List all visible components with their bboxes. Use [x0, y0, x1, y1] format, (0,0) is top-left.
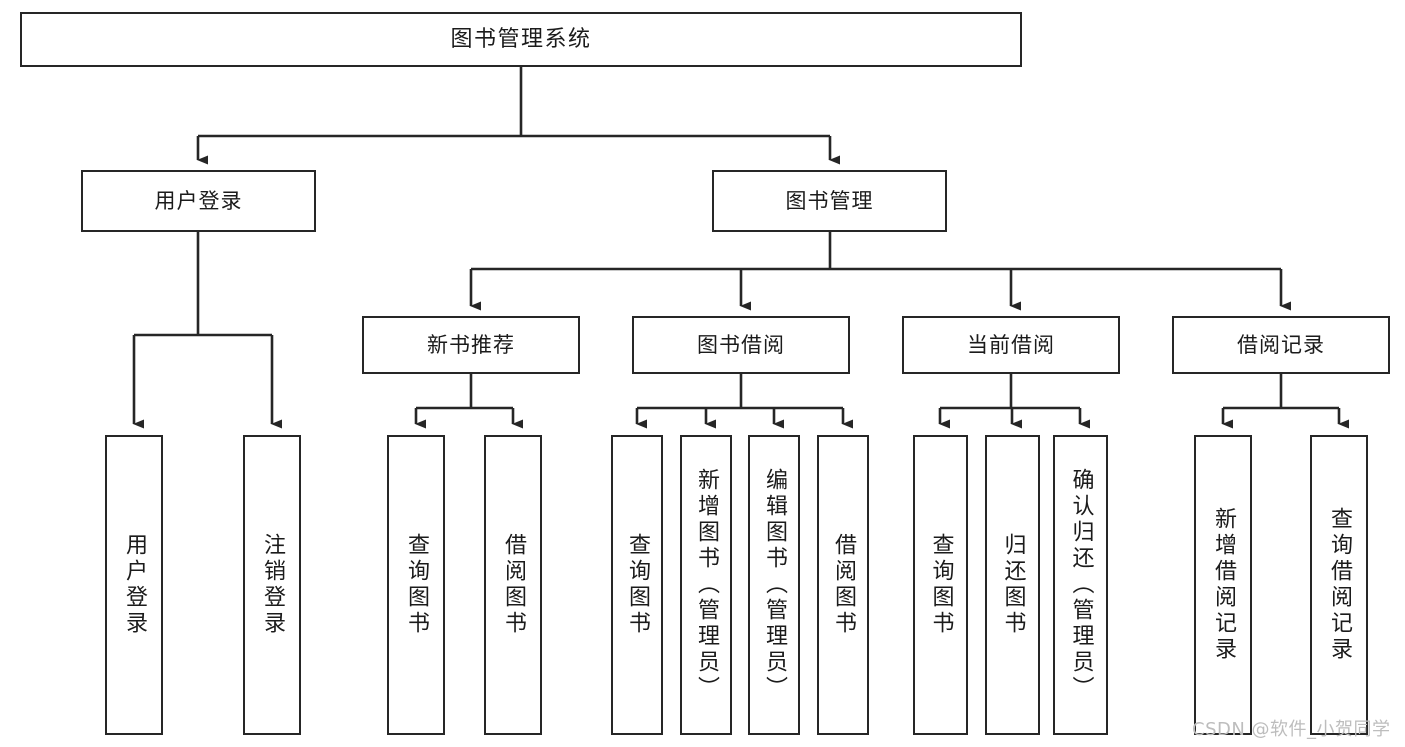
- node-leaf-query-book-3[interactable]: 查询图书: [913, 435, 968, 735]
- watermark-text: CSDN @软件_小贺同学: [1192, 719, 1391, 740]
- node-leaf-query-book-2-label: 查询图书: [625, 533, 650, 637]
- node-book-manage-label: 图书管理: [785, 188, 874, 213]
- node-leaf-return-book-label: 归还图书: [1000, 533, 1026, 637]
- node-leaf-query-record-label: 查询借阅记录: [1327, 507, 1352, 663]
- node-leaf-query-book-3-label: 查询图书: [928, 533, 954, 637]
- node-book-borrow[interactable]: 图书借阅: [632, 316, 850, 374]
- node-new-book-recommend[interactable]: 新书推荐: [362, 316, 580, 374]
- node-leaf-return-book[interactable]: 归还图书: [985, 435, 1040, 735]
- node-user-login[interactable]: 用户登录: [81, 170, 316, 232]
- node-new-book-recommend-label: 新书推荐: [427, 332, 515, 357]
- node-leaf-user-logout-label: 注销登录: [260, 533, 285, 637]
- node-current-borrow[interactable]: 当前借阅: [902, 316, 1120, 374]
- node-borrow-record-label: 借阅记录: [1237, 332, 1325, 357]
- node-leaf-confirm-return-label: 确认归还（管理员）: [1068, 468, 1094, 702]
- node-book-manage[interactable]: 图书管理: [712, 170, 947, 232]
- node-leaf-add-book[interactable]: 新增图书（管理员）: [680, 435, 732, 735]
- node-leaf-confirm-return[interactable]: 确认归还（管理员）: [1053, 435, 1108, 735]
- node-leaf-borrow-book-1-label: 借阅图书: [501, 533, 526, 637]
- node-leaf-user-login[interactable]: 用户登录: [105, 435, 163, 735]
- node-user-login-label: 用户登录: [154, 188, 243, 213]
- node-leaf-borrow-book-2-label: 借阅图书: [831, 533, 856, 637]
- node-leaf-edit-book-label: 编辑图书（管理员）: [762, 468, 787, 702]
- node-leaf-borrow-book-2[interactable]: 借阅图书: [817, 435, 869, 735]
- node-leaf-user-login-label: 用户登录: [122, 533, 147, 637]
- node-borrow-record[interactable]: 借阅记录: [1172, 316, 1390, 374]
- node-current-borrow-label: 当前借阅: [967, 332, 1055, 357]
- node-leaf-user-logout[interactable]: 注销登录: [243, 435, 301, 735]
- node-leaf-edit-book[interactable]: 编辑图书（管理员）: [748, 435, 800, 735]
- node-root-label: 图书管理系统: [450, 26, 592, 52]
- node-book-borrow-label: 图书借阅: [697, 332, 785, 357]
- node-leaf-query-book-1-label: 查询图书: [404, 533, 429, 637]
- node-leaf-add-record-label: 新增借阅记录: [1211, 507, 1236, 663]
- node-root[interactable]: 图书管理系统: [20, 12, 1022, 67]
- node-leaf-add-book-label: 新增图书（管理员）: [694, 468, 719, 702]
- node-leaf-query-book-2[interactable]: 查询图书: [611, 435, 663, 735]
- node-leaf-add-record[interactable]: 新增借阅记录: [1194, 435, 1252, 735]
- node-leaf-query-record[interactable]: 查询借阅记录: [1310, 435, 1368, 735]
- node-leaf-borrow-book-1[interactable]: 借阅图书: [484, 435, 542, 735]
- node-leaf-query-book-1[interactable]: 查询图书: [387, 435, 445, 735]
